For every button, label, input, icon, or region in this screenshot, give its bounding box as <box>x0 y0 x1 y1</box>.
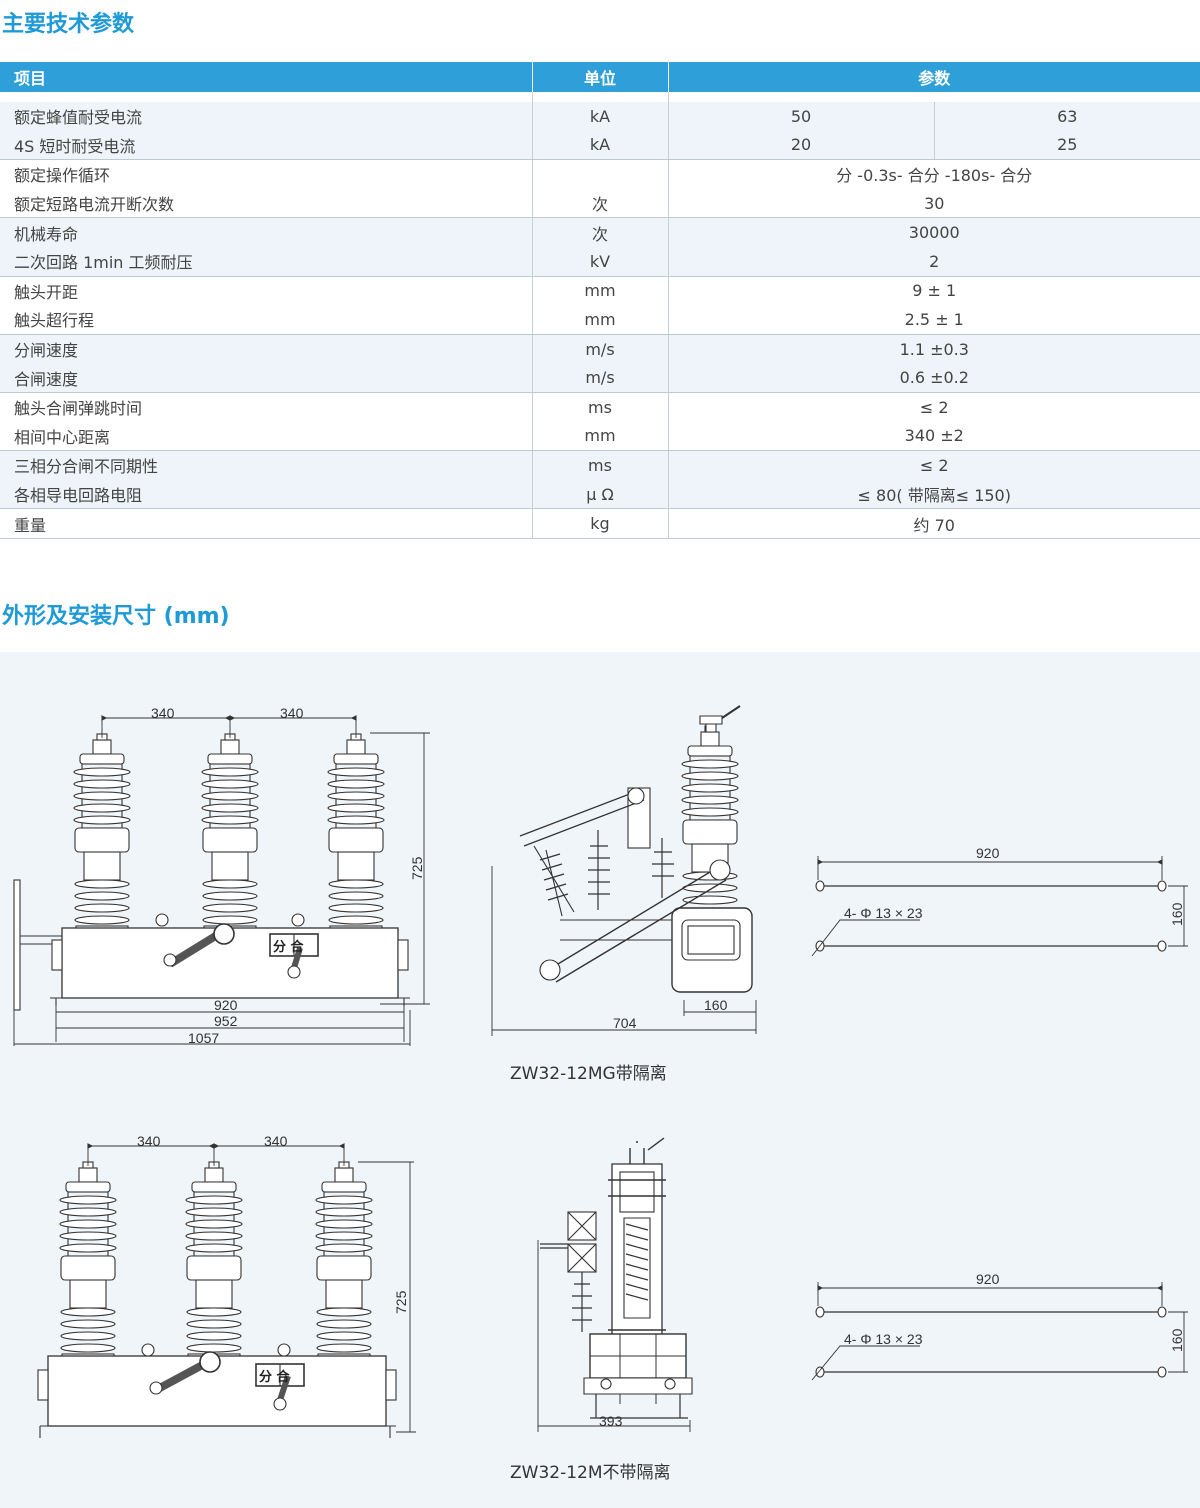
row-name: 重量 <box>0 508 532 539</box>
row-value-2: 63 <box>933 102 1200 131</box>
row-unit <box>531 159 668 189</box>
top-side-view <box>491 705 757 1036</box>
row-unit: kV <box>531 246 668 277</box>
dim-height-b: 725 <box>393 1290 409 1314</box>
row-name: 额定蜂值耐受电流 <box>0 102 532 131</box>
row-name: 4S 短时耐受电流 <box>0 130 532 161</box>
dim-952: 952 <box>214 1013 238 1029</box>
table-row: 额定短路电流开断次数 次 30 <box>0 188 1200 219</box>
caption-with-isolator: ZW32-12MG带隔离 <box>510 1064 667 1084</box>
row-unit: mm <box>531 276 668 306</box>
table-row: 额定蜂值耐受电流 kA 50 63 <box>0 102 1200 131</box>
row-name: 触头合闸弹跳时间 <box>14 399 143 419</box>
plan-dim-160-b: 160 <box>1169 1328 1185 1352</box>
bottom-front-view <box>37 1143 416 1438</box>
switch-label-b: 分 合 <box>259 1369 291 1385</box>
dim-920: 920 <box>214 997 238 1013</box>
table-header-row: 项目 单位 参数 <box>0 62 1200 92</box>
row-unit: kA <box>531 130 668 161</box>
caption-without-isolator: ZW32-12M不带隔离 <box>510 1463 671 1483</box>
table-row: 机械寿命 次 30000 <box>0 217 1200 247</box>
row-value: 30 <box>667 188 1200 219</box>
switch-label: 分 合 <box>273 939 305 955</box>
bottom-plan-view <box>811 1282 1188 1381</box>
plan-dim-160: 160 <box>1169 902 1185 926</box>
row-value: 340 ±2 <box>667 421 1200 452</box>
top-front-view <box>13 715 430 1046</box>
plan-holes: 4- Φ 13 × 23 <box>844 905 923 921</box>
row-unit: mm <box>531 305 668 335</box>
row-name: 额定操作循环 <box>14 166 111 186</box>
table-row: 相间中心距离 mm 340 ±2 <box>0 421 1200 452</box>
table-row: 触头超行程 mm 2.5 ± 1 <box>0 305 1200 335</box>
row-unit: 次 <box>531 217 668 247</box>
dim-704: 704 <box>613 1015 637 1031</box>
dimensions-section-title: 外形及安装尺寸 (mm) <box>2 604 230 629</box>
row-name: 合闸速度 <box>0 363 532 393</box>
row-name: 分闸速度 <box>0 334 532 364</box>
row-unit: kA <box>531 102 668 131</box>
drawings-panel: 340 340 725 920 952 1057 分 合 704 160 <box>0 652 1200 1508</box>
technical-params-table: 项目 单位 参数 额定蜂值耐受电流 kA 50 63 4S 短时耐受电流 kA … <box>0 62 1200 539</box>
row-value-2: 25 <box>933 130 1200 161</box>
header-unit: 单位 <box>531 62 668 92</box>
row-unit: μ Ω <box>531 479 668 510</box>
row-value: 0.6 ±0.2 <box>667 363 1200 393</box>
header-item: 项目 <box>0 62 532 92</box>
row-value: ≤ 80( 带隔离≤ 150) <box>667 479 1200 510</box>
row-value: 分 -0.3s- 合分 -180s- 合分 <box>667 159 1200 189</box>
dim-spacing-1-b: 340 <box>137 1133 161 1149</box>
row-value: ≤ 2 <box>667 392 1200 422</box>
row-value: 2 <box>667 246 1200 277</box>
dim-spacing-2: 340 <box>280 705 304 721</box>
header-param: 参数 <box>667 62 1200 92</box>
table-row: 二次回路 1min 工频耐压 kV 2 <box>0 246 1200 277</box>
row-name: 额定短路电流开断次数 <box>0 188 532 219</box>
row-value: 9 ± 1 <box>667 276 1200 306</box>
plan-holes-b: 4- Φ 13 × 23 <box>844 1331 923 1347</box>
dim-393: 393 <box>599 1413 623 1429</box>
row-unit: m/s <box>531 363 668 393</box>
row-value: 约 70 <box>667 508 1200 539</box>
table-row: 触头合闸弹跳时间 ms ≤ 2 <box>0 392 1200 422</box>
row-name: 触头开距 <box>14 282 79 302</box>
row-name: 机械寿命 <box>0 217 532 247</box>
table-row: 分闸速度 m/s 1.1 ±0.3 <box>0 334 1200 364</box>
row-name: 二次回路 1min 工频耐压 <box>0 246 532 277</box>
row-value: 1.1 ±0.3 <box>667 334 1200 364</box>
table-row: 三相分合闸不同期性 ms ≤ 2 <box>0 450 1200 480</box>
row-name: 三相分合闸不同期性 <box>0 450 532 480</box>
table-row: 合闸速度 m/s 0.6 ±0.2 <box>0 363 1200 393</box>
row-value: ≤ 2 <box>667 450 1200 480</box>
dim-spacing-1: 340 <box>151 705 175 721</box>
top-plan-view <box>811 856 1188 957</box>
table-row: 额定操作循环 分 -0.3s- 合分 -180s- 合分 <box>0 159 1200 189</box>
plan-dim-920: 920 <box>976 845 1000 861</box>
row-value: 30000 <box>667 217 1200 247</box>
dim-1057: 1057 <box>188 1030 219 1046</box>
row-name: 各相导电回路电阻 <box>0 479 532 510</box>
dim-spacing-2-b: 340 <box>264 1133 288 1149</box>
table-row: 各相导电回路电阻 μ Ω ≤ 80( 带隔离≤ 150) <box>0 479 1200 510</box>
row-unit: m/s <box>531 334 668 364</box>
row-name: 相间中心距离 <box>0 421 532 452</box>
row-unit: 次 <box>531 188 668 219</box>
row-unit: ms <box>531 450 668 480</box>
row-value-1: 20 <box>667 130 934 161</box>
row-unit: kg <box>531 508 668 539</box>
params-section-title: 主要技术参数 <box>2 12 135 37</box>
row-value-1: 50 <box>667 102 934 131</box>
table-row: 重量 kg 约 70 <box>0 508 1200 539</box>
table-row: 触头开距 mm 9 ± 1 <box>0 276 1200 306</box>
plan-dim-920-b: 920 <box>976 1271 1000 1287</box>
bottom-side-view <box>537 1137 693 1432</box>
dim-160: 160 <box>704 997 728 1013</box>
row-unit: ms <box>531 392 668 422</box>
dim-height: 725 <box>409 856 425 880</box>
table-row: 4S 短时耐受电流 kA 20 25 <box>0 130 1200 161</box>
row-name: 触头超行程 <box>0 305 532 335</box>
row-value: 2.5 ± 1 <box>667 305 1200 335</box>
row-unit: mm <box>531 421 668 452</box>
